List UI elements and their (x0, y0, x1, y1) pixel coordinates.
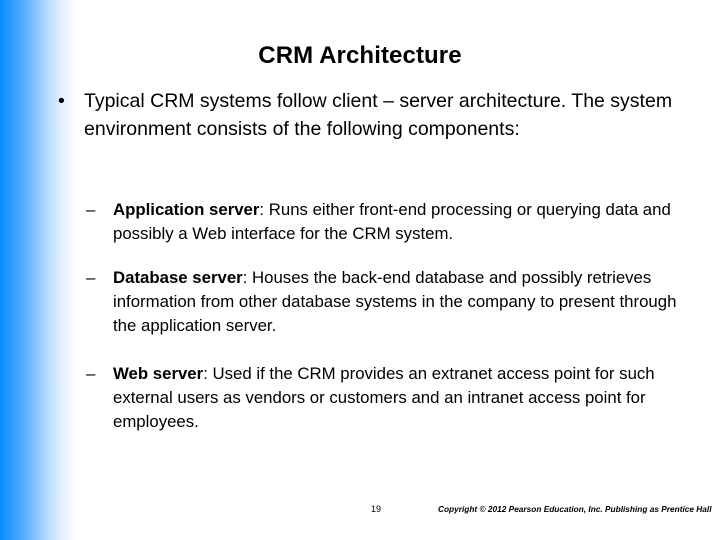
sub-bullet-lead: Application server (113, 200, 260, 219)
bullet-dash-icon: – (86, 364, 96, 383)
sub-bullet-row: – Web server: Used if the CRM provides a… (86, 362, 701, 434)
main-bullet-group: • Typical CRM systems follow client – se… (56, 88, 696, 143)
sub-bullet-row: – Database server: Houses the back-end d… (86, 266, 701, 338)
bullet-dash-icon: – (86, 268, 96, 287)
sub-bullet-item-application-server: – Application server: Runs either front-… (86, 198, 701, 246)
sub-bullet-row: – Application server: Runs either front-… (86, 198, 701, 246)
sub-bullet-body: : Runs either front-end processing or qu… (113, 200, 671, 243)
sub-bullet-body: : Houses the back-end database and possi… (113, 268, 677, 335)
slide-footer: 19 Copyright © 2012 Pearson Education, I… (0, 504, 720, 520)
left-gradient-accent-bar (0, 0, 80, 540)
copyright-notice: Copyright © 2012 Pearson Education, Inc.… (438, 504, 712, 514)
main-bullet-item: • Typical CRM systems follow client – se… (56, 88, 696, 143)
page-number: 19 (371, 504, 382, 514)
sub-bullet-item-database-server: – Database server: Houses the back-end d… (86, 266, 701, 338)
bullet-dot-icon: • (58, 90, 65, 112)
main-bullet-text: Typical CRM systems follow client – serv… (84, 90, 673, 140)
sub-bullet-item-web-server: – Web server: Used if the CRM provides a… (86, 362, 701, 434)
sub-bullet-lead: Web server (113, 364, 204, 383)
sub-bullet-body: : Used if the CRM provides an extranet a… (113, 364, 655, 431)
slide-title: CRM Architecture (258, 42, 462, 69)
sub-bullet-lead: Database server (113, 268, 243, 287)
bullet-dash-icon: – (86, 200, 96, 219)
